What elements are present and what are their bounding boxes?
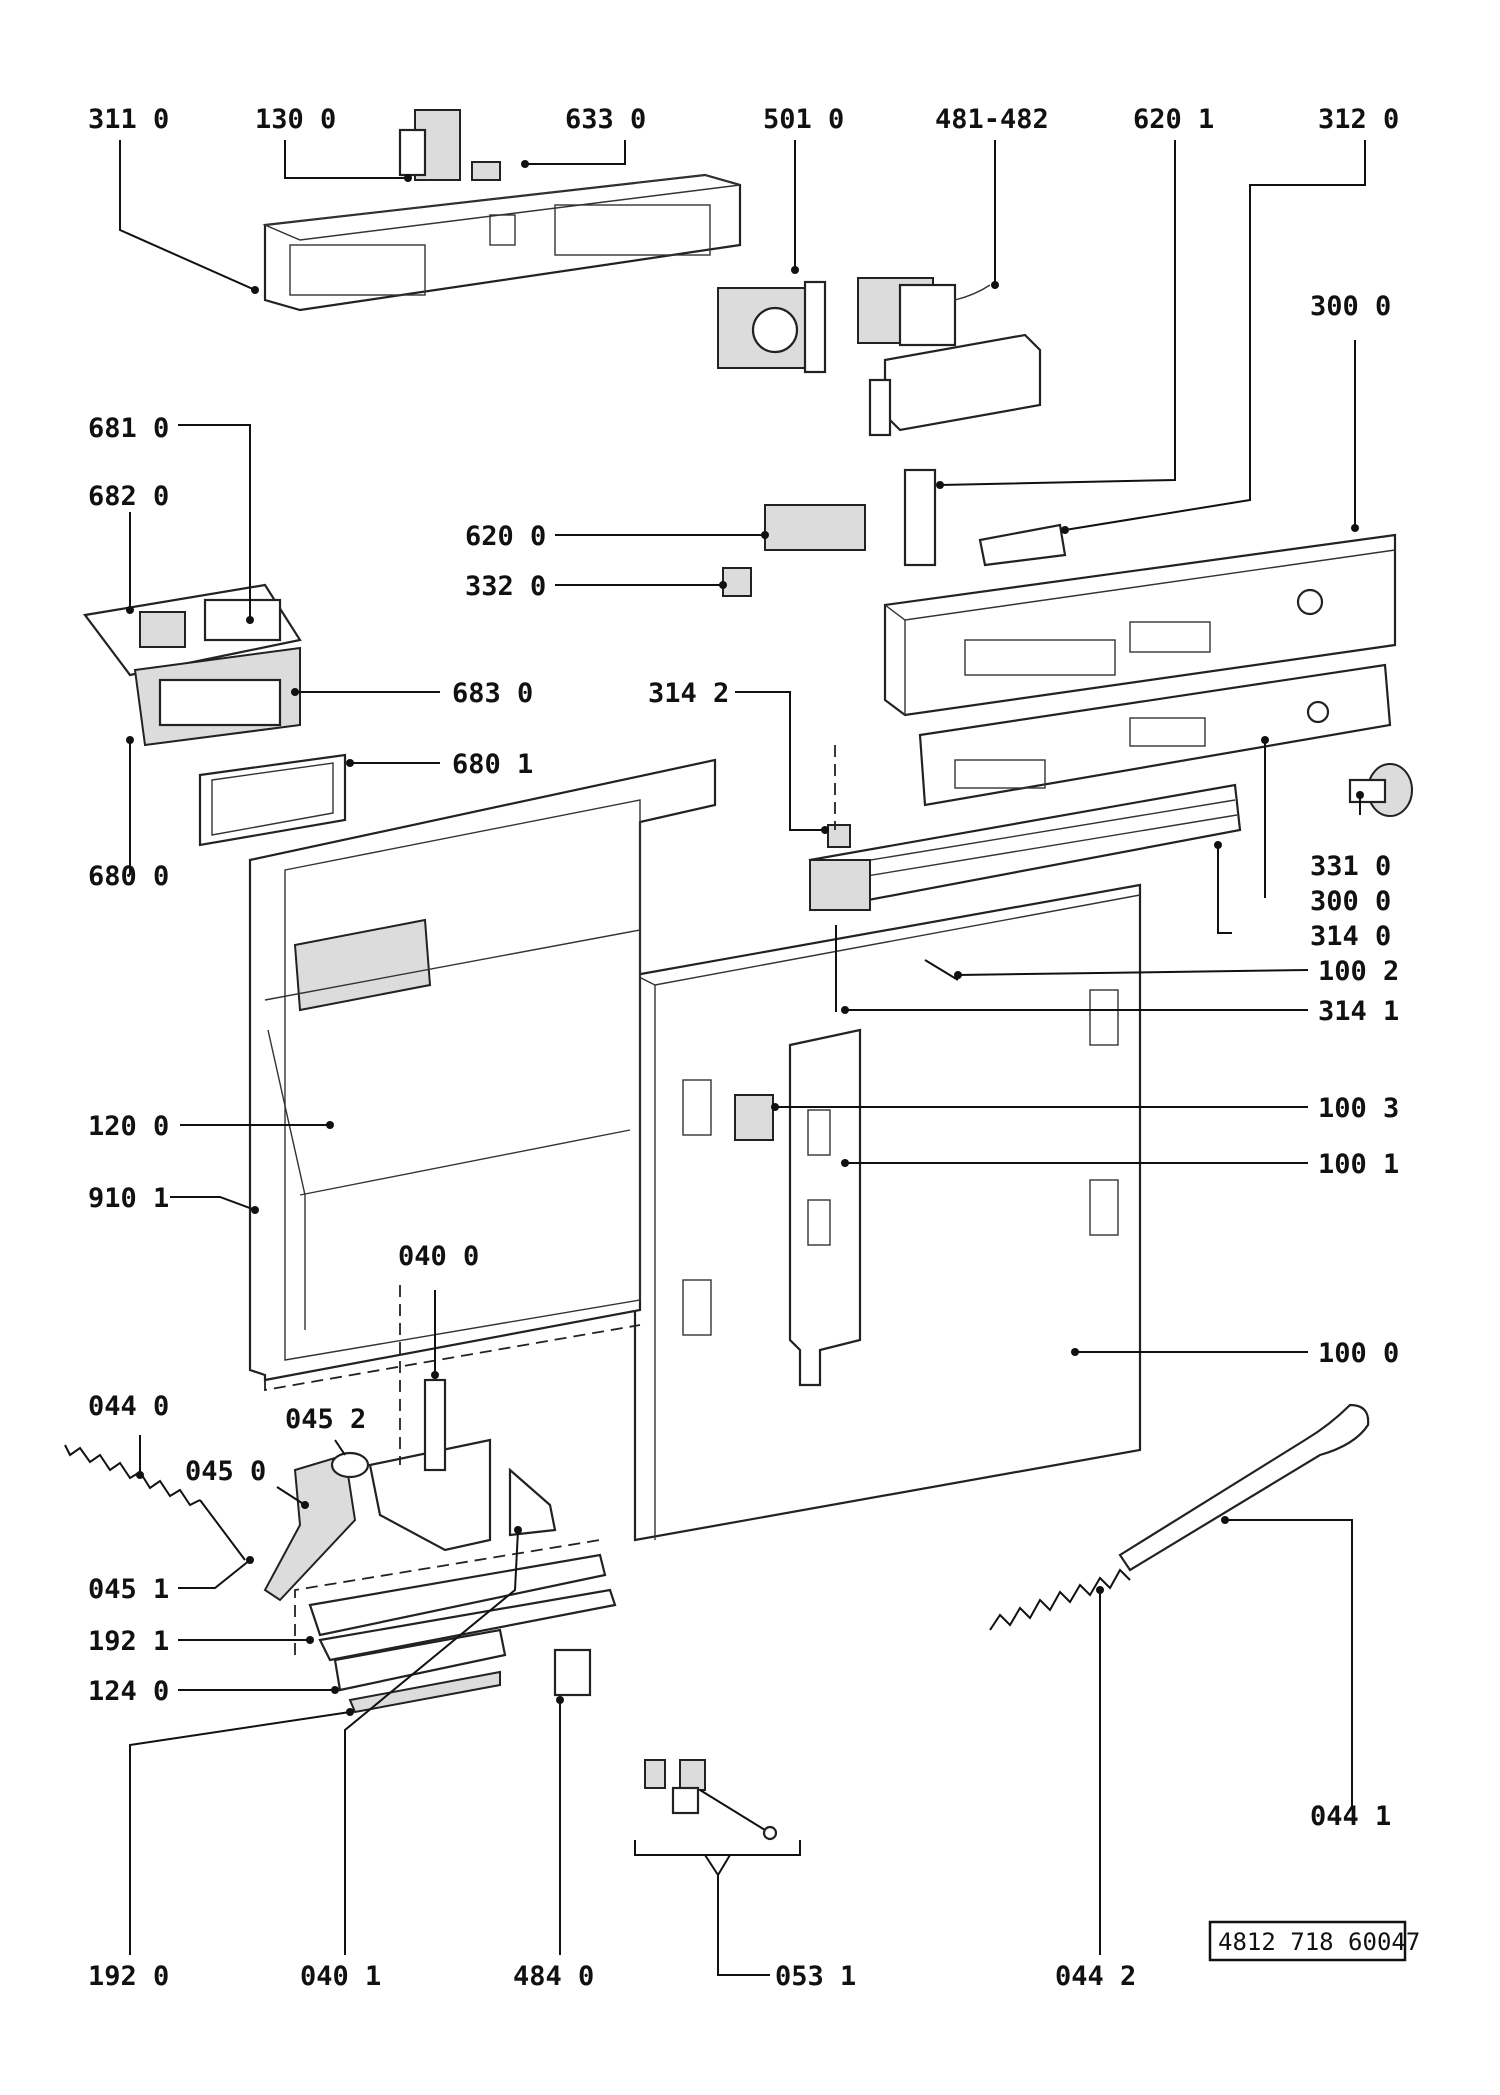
label-045-0: 045 0: [185, 1456, 266, 1487]
label-192-1: 192 1: [88, 1626, 169, 1657]
label-681-0: 681 0: [88, 413, 169, 444]
part-620-1-holder: [903, 468, 937, 567]
label-314-0: 314 0: [1310, 921, 1391, 952]
part-501-0-timer: [717, 280, 827, 374]
label-311-0: 311 0: [88, 104, 169, 135]
label-682-0: 682 0: [88, 481, 169, 512]
label-481-482: 481-482: [935, 104, 1049, 135]
label-100-2: 100 2: [1318, 956, 1399, 987]
label-100-0: 100 0: [1318, 1338, 1399, 1369]
part-300-0-control-panel: [883, 533, 1397, 717]
label-100-1: 100 1: [1318, 1149, 1399, 1180]
label-044-2: 044 2: [1055, 1961, 1136, 1992]
assembly-guide-lines: [264, 745, 836, 1655]
label-314-2: 314 2: [648, 678, 729, 709]
label-100-3: 100 3: [1318, 1093, 1399, 1124]
part-633-0-microswitch: [471, 161, 501, 181]
label-620-1: 620 1: [1133, 104, 1214, 135]
part-040-0-hinge-bracket: [368, 1378, 492, 1552]
label-910-1: 910 1: [88, 1183, 169, 1214]
label-680-0: 680 0: [88, 861, 169, 892]
label-683-0: 683 0: [452, 678, 533, 709]
label-300-0-top: 300 0: [1310, 291, 1391, 322]
part-044-0-spring: [64, 1444, 246, 1561]
label-040-0: 040 0: [398, 1241, 479, 1272]
leader-dots: [126, 160, 1364, 1716]
part-100-1-hinge-strip: [788, 1028, 862, 1387]
label-124-0: 124 0: [88, 1676, 169, 1707]
part-100-3-clamp: [734, 1094, 774, 1141]
label-332-0: 332 0: [465, 571, 546, 602]
part-120-0-inner-frame: [248, 758, 717, 1382]
part-053-1-kit: [644, 1759, 778, 1841]
label-045-1: 045 1: [88, 1574, 169, 1605]
part-100-2-pin: [924, 959, 959, 981]
part-040-1-plate: [508, 1467, 557, 1537]
part-680-1-gasket: [198, 753, 347, 847]
document-number: 4812 718 60047: [1218, 1928, 1420, 1956]
label-633-0: 633 0: [565, 104, 646, 135]
part-045-0-hinge-arm: [263, 1451, 370, 1602]
label-331-0: 331 0: [1310, 851, 1391, 882]
part-124-0-channel: [333, 1628, 507, 1692]
part-130-0-switch: [398, 109, 461, 181]
part-044-1-spring-rod: [989, 1403, 1370, 1631]
part-314-0-rail: [808, 783, 1242, 912]
part-100-0-door-panel: [633, 883, 1142, 1542]
part-timer-bracket: [868, 333, 1042, 437]
part-192-0-strip: [348, 1670, 501, 1714]
label-680-1: 680 1: [452, 749, 533, 780]
part-484-0-bracket: [553, 1648, 592, 1697]
part-labels: 311 0 130 0 633 0 501 0 481-482 620 1 31…: [88, 104, 1399, 1992]
part-192-1-lower-rail: [308, 1553, 617, 1662]
label-040-1: 040 1: [300, 1961, 381, 1992]
label-044-1: 044 1: [1310, 1801, 1391, 1832]
part-620-0-relay: [764, 504, 866, 551]
part-680-0-dispenser: [83, 583, 302, 747]
part-312-0-cover: [978, 523, 1067, 567]
label-501-0: 501 0: [763, 104, 844, 135]
label-620-0: 620 0: [465, 521, 546, 552]
part-311-0-bracket: [262, 173, 742, 312]
label-312-0: 312 0: [1318, 104, 1399, 135]
label-053-1: 053 1: [775, 1961, 856, 1992]
part-481-482-connector: [857, 277, 991, 347]
label-044-0: 044 0: [88, 1391, 169, 1422]
label-484-0: 484 0: [513, 1961, 594, 1992]
label-314-1: 314 1: [1318, 996, 1399, 1027]
label-120-0: 120 0: [88, 1111, 169, 1142]
label-045-2: 045 2: [285, 1404, 366, 1435]
part-332-0-block: [722, 567, 752, 597]
label-300-0-mid: 300 0: [1310, 886, 1391, 917]
document-number-box: 4812 718 60047: [1208, 1920, 1420, 1962]
part-300-0-front-strip: [918, 663, 1392, 807]
part-314-2-clip: [827, 824, 851, 848]
leader-lines: [119, 140, 1366, 1976]
label-192-0: 192 0: [88, 1961, 169, 1992]
label-130-0: 130 0: [255, 104, 336, 135]
